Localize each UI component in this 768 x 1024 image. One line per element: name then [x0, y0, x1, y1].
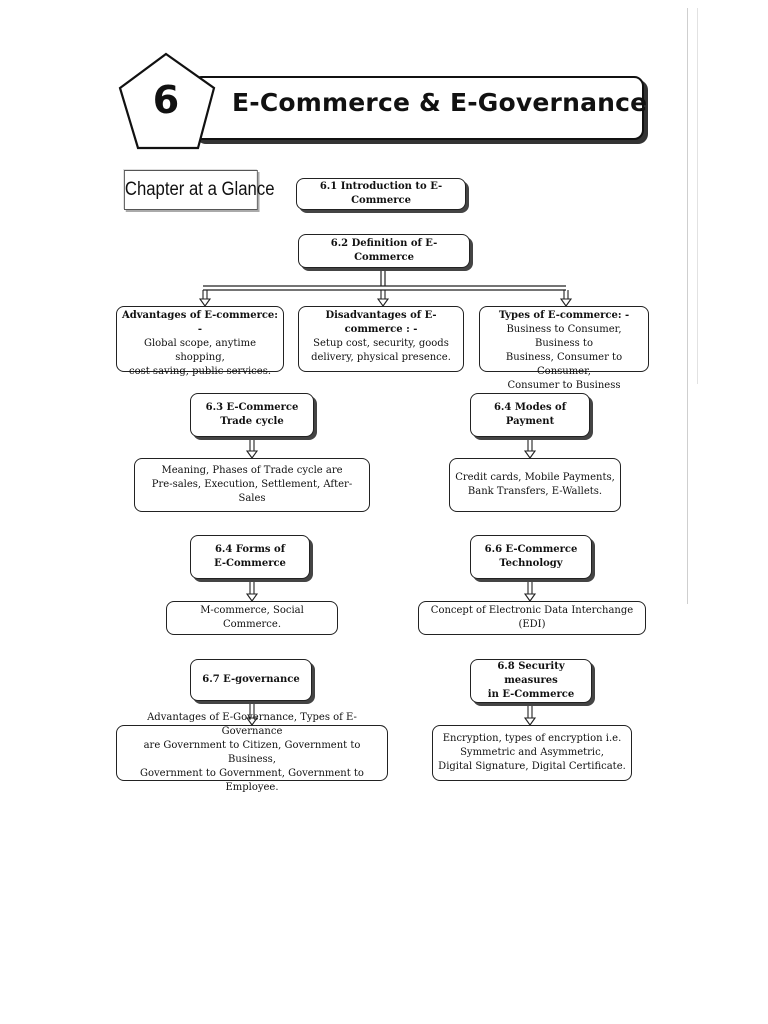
- forms-detail: M-commerce, Social Commerce.: [200, 605, 304, 630]
- topic-box-trade-cycle: 6.3 E-Commerce Trade cycle: [190, 393, 314, 437]
- payment-detail-box: Credit cards, Mobile Payments, Bank Tran…: [449, 458, 621, 512]
- types-title: Types of E-commerce: -: [498, 310, 630, 321]
- types-box: Types of E-commerce: - Business to Consum…: [479, 306, 649, 391]
- technology-detail-box: Concept of Electronic Data Interchange (…: [418, 601, 646, 635]
- chapter-title-banner: [192, 76, 644, 140]
- trade-cycle-detail: Meaning, Phases of Trade cycle are Pre-s…: [151, 465, 353, 504]
- types-body: Business to Consumer, Business to Busine…: [505, 324, 623, 391]
- down-arrow: [245, 437, 259, 459]
- disadvantages-title: Disadvantages of E-commerce : -: [325, 310, 437, 335]
- technology-detail: Concept of Electronic Data Interchange (…: [430, 605, 634, 630]
- down-arrow: [559, 290, 573, 307]
- topic-box-intro: 6.1 Introduction to E-Commerce: [296, 178, 466, 210]
- advantages-title: Advantages of E-commerce: -: [122, 310, 278, 335]
- disadvantages-box: Disadvantages of E-commerce : - Setup cos…: [298, 306, 464, 372]
- forms-detail-box: M-commerce, Social Commerce.: [166, 601, 338, 635]
- chapter-number: 6: [152, 78, 180, 122]
- down-arrow: [198, 290, 212, 307]
- security-detail: Encryption, types of encryption i.e. Sym…: [438, 733, 626, 772]
- disadvantages-body: Setup cost, security, goods delivery, ph…: [311, 338, 451, 363]
- topic-box-technology: 6.6 E-Commerce Technology: [470, 535, 592, 579]
- down-arrow: [376, 290, 390, 307]
- down-arrow: [245, 701, 259, 726]
- advantages-body: Global scope, anytime shopping, cost sav…: [128, 338, 272, 377]
- topic-label-security: 6.8 Security measures in E-Commerce: [487, 661, 575, 700]
- topic-box-security: 6.8 Security measures in E-Commerce: [470, 659, 592, 703]
- topic-label-modes-payment: 6.4 Modes of Payment: [493, 402, 567, 427]
- trade-cycle-detail-box: Meaning, Phases of Trade cycle are Pre-s…: [134, 458, 370, 512]
- topic-label-forms: 6.4 Forms of E-Commerce: [214, 544, 286, 569]
- payment-detail: Credit cards, Mobile Payments, Bank Tran…: [455, 472, 615, 497]
- topic-box-forms: 6.4 Forms of E-Commerce: [190, 535, 310, 579]
- topic-label-intro: 6.1 Introduction to E-Commerce: [319, 181, 443, 206]
- egovernance-detail: Advantages of E-Governance, Types of E-G…: [140, 712, 364, 793]
- chapter-title: E-Commerce & E-Governance: [232, 88, 648, 117]
- egovernance-detail-box: Advantages of E-Governance, Types of E-G…: [116, 712, 388, 793]
- topic-label-egovernance: 6.7 E-governance: [202, 674, 300, 685]
- topic-box-modes-payment: 6.4 Modes of Payment: [470, 393, 590, 437]
- security-detail-box: Encryption, types of encryption i.e. Sym…: [432, 725, 632, 781]
- down-arrow: [245, 579, 259, 602]
- down-arrow: [523, 703, 537, 726]
- page-edge-rule: [687, 8, 688, 604]
- topic-label-definition: 6.2 Definition of E-Commerce: [330, 238, 438, 263]
- down-arrow: [523, 579, 537, 602]
- chapter-at-a-glance-label: Chapter at a Glance: [124, 170, 275, 210]
- topic-label-technology: 6.6 E-Commerce Technology: [484, 544, 578, 569]
- topic-label-trade-cycle: 6.3 E-Commerce Trade cycle: [205, 402, 299, 427]
- advantages-box: Advantages of E-commerce: - Global scope,…: [116, 306, 284, 377]
- topic-box-egovernance: 6.7 E-governance: [190, 659, 312, 701]
- page-edge-rule: [697, 8, 698, 384]
- topic-box-definition: 6.2 Definition of E-Commerce: [298, 234, 470, 268]
- pentagon-badge: [118, 52, 216, 150]
- down-arrow: [523, 437, 537, 459]
